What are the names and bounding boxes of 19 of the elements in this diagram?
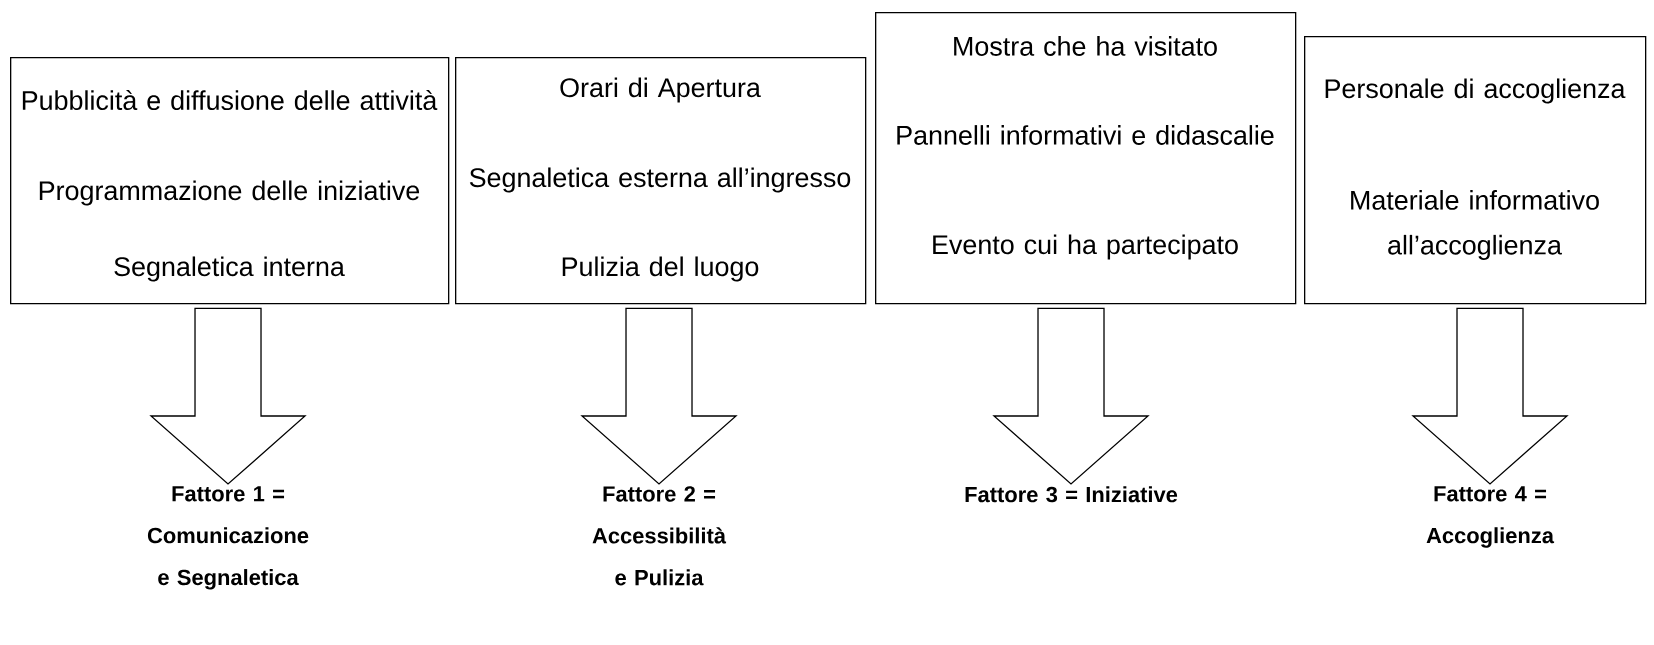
box-text: Evento cui ha partecipato [933, 234, 1238, 260]
block-arrow [992, 307, 1150, 485]
box-text: Orari di Apertura [560, 77, 761, 103]
block-arrow [149, 307, 307, 485]
block-arrow [1411, 307, 1569, 485]
box-text: Mostra che ha visitato [954, 36, 1217, 56]
box-text: Personale di accoglienza [1325, 78, 1626, 104]
box-text: Pannelli informativi e didascalie [897, 125, 1274, 145]
factor-label: Fattore 1 = Comunicazione e Segnaletica [147, 486, 309, 590]
box-text: Pulizia del luogo [562, 256, 759, 282]
factor-label: Fattore 2 = Accessibilità e Pulizia [592, 486, 727, 586]
box-text: Materiale informativo all’accoglienza [1351, 190, 1599, 260]
box-text: Pubblicità e diffusione delle attività [22, 89, 438, 111]
box-text: Programmazione delle iniziative [39, 180, 420, 206]
factor-label: Fattore 3 = Iniziative [965, 486, 1178, 503]
block-arrow [580, 307, 738, 485]
box-text: Segnaletica esterna all’ingresso [469, 167, 851, 193]
factor-label: Fattore 4 = Accoglienza [1426, 486, 1555, 548]
box-text: Segnaletica interna [114, 256, 345, 282]
